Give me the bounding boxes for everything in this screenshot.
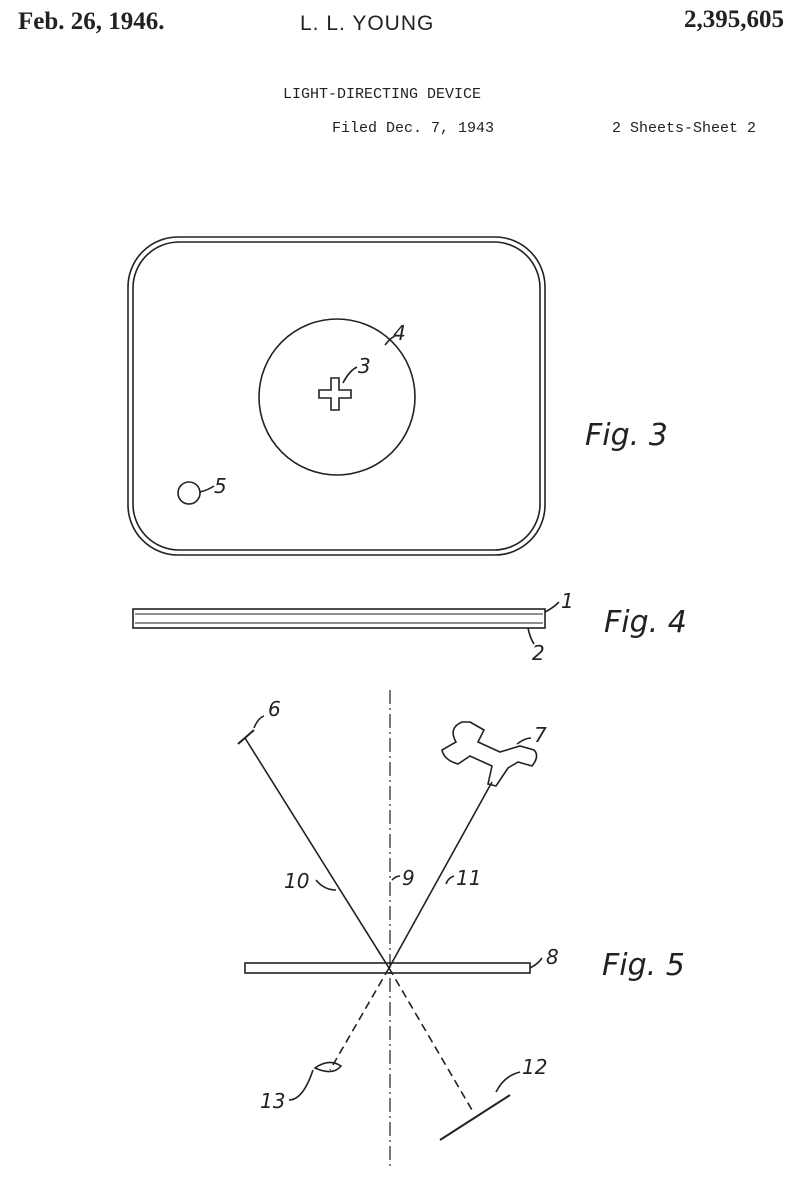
label-3: 3 [358, 354, 371, 378]
label-5: 5 [214, 474, 227, 498]
ray-10 [244, 737, 390, 969]
eye-icon [313, 1061, 343, 1073]
leader-12 [495, 1071, 521, 1093]
plate-edge-view [132, 608, 546, 629]
leader-13 [288, 1069, 314, 1101]
sheet-count: 2 Sheets-Sheet 2 [612, 120, 757, 137]
figure-5: 6 7 8 9 10 11 12 13 Fig. 5 [237, 690, 685, 1170]
leader-1 [544, 601, 560, 613]
leader-4 [384, 334, 398, 346]
sight-hole [177, 481, 201, 505]
label-8: 8 [546, 945, 559, 969]
label-11: 11 [456, 866, 481, 890]
fig-5-caption: Fig. 5 [602, 948, 685, 983]
leader-11 [445, 875, 455, 885]
leader-10 [315, 879, 337, 891]
label-2: 2 [532, 641, 545, 665]
leader-8 [529, 957, 543, 969]
plate-outline [127, 236, 546, 556]
ray-11 [388, 781, 493, 969]
label-7: 7 [534, 723, 547, 747]
leader-9 [391, 875, 401, 881]
leader-6 [253, 715, 265, 729]
leader-2 [527, 627, 535, 645]
object-6 [237, 729, 255, 745]
label-9: 9 [402, 866, 415, 890]
crosshair-mark [318, 377, 352, 411]
lens-circle [258, 318, 416, 476]
plate-inner-outline [132, 241, 541, 551]
fig-4-caption: Fig. 4 [604, 605, 687, 640]
label-12: 12 [522, 1055, 547, 1079]
reflected-ray-eye [329, 967, 390, 1071]
patent-title: LIGHT-DIRECTING DEVICE [283, 86, 482, 103]
leader-3 [342, 366, 358, 384]
patent-number: 2,395,605 [684, 6, 784, 33]
airplane-icon [441, 721, 538, 787]
figure-3: 3 4 5 Fig. 3 [127, 236, 668, 556]
surface-12 [439, 1094, 511, 1141]
fig-3-caption: Fig. 3 [585, 418, 668, 453]
leader-7 [516, 737, 532, 745]
inventor-name: L. L. YOUNG [300, 12, 435, 35]
figure-4: 1 2 Fig. 4 [132, 589, 687, 665]
reflected-ray-12 [388, 967, 473, 1111]
label-10: 10 [284, 869, 309, 893]
label-13: 13 [260, 1089, 285, 1113]
label-1: 1 [561, 589, 574, 613]
filed-date: Filed Dec. 7, 1943 [332, 120, 495, 137]
patent-date: Feb. 26, 1946. [18, 8, 165, 35]
label-6: 6 [268, 697, 281, 721]
leader-5 [199, 485, 215, 493]
label-4: 4 [393, 321, 406, 345]
